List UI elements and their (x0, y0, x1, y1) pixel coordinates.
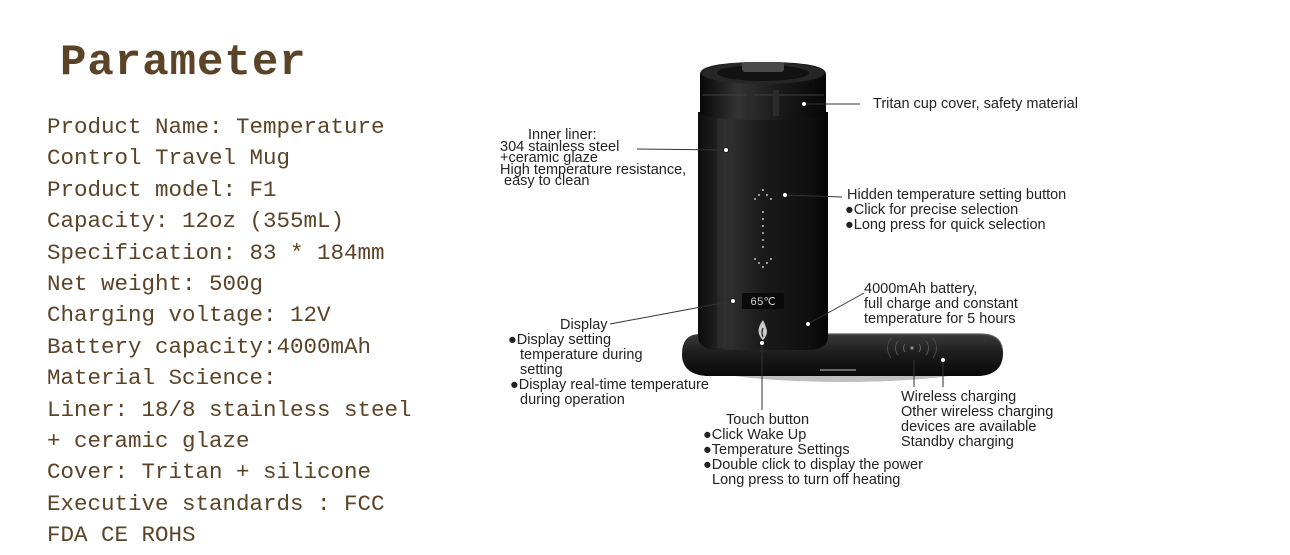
callout-battery: 4000mAh battery, full charge and constan… (864, 282, 1018, 327)
spec-line: Product Name: Temperature (47, 114, 385, 140)
callout-line: ●Click for precise selection (845, 202, 1019, 218)
spec-line: Capacity: 12oz (355mL) (47, 208, 345, 235)
callout-line: full charge and constant (864, 296, 1018, 312)
callout-touch-button: Touch button ●Click Wake Up ●Temperature… (703, 413, 923, 488)
callout-line: +ceramic glaze (500, 150, 598, 166)
spec-line: Control Travel Mug (47, 145, 291, 172)
callout-line: 304 stainless steel (500, 138, 620, 155)
callout-line: devices are available (901, 419, 1037, 435)
wireless-charging-icon (887, 337, 937, 359)
callout-line: ●Temperature Settings (703, 442, 850, 458)
callout-markers (723, 101, 946, 363)
spec-line: + ceramic glaze (47, 427, 250, 454)
callout-line: High temperature resistance, (500, 161, 687, 178)
callout-line: Other wireless charging (901, 404, 1054, 420)
callout-line: Wireless charging (901, 389, 1017, 405)
callout-line: during operation (520, 392, 625, 408)
callout-line: 4000mAh battery, (864, 281, 978, 297)
callout-wireless: Wireless charging Other wireless chargin… (901, 390, 1053, 450)
callout-cover: Tritan cup cover, safety material (873, 97, 1078, 112)
spec-line: Specification: 83 * 184mm (47, 239, 385, 266)
hidden-temperature-button (754, 189, 772, 268)
callout-line: ●Display setting (508, 332, 612, 348)
page-title: Parameter (60, 38, 307, 88)
spec-list: Product Name: Temperature Control Travel… (47, 112, 412, 551)
callout-line: Touch button (726, 412, 810, 428)
spec-line: Battery capacity:4000mAh (47, 333, 372, 360)
travel-mug (698, 62, 828, 350)
callout-line: Hidden temperature setting button (847, 187, 1067, 203)
callout-line: ●Click Wake Up (703, 427, 807, 443)
spec-line: FDA CE ROHS (47, 522, 196, 549)
callout-line: Standby charging (901, 434, 1014, 450)
leader-lines (609, 103, 944, 410)
flame-icon (758, 320, 767, 340)
spec-line: Charging voltage: 12V (47, 302, 331, 329)
callout-line: ●Double click to display the power (703, 457, 923, 473)
spec-line: Cover: Tritan + silicone (47, 459, 372, 486)
spec-line: Executive standards : FCC (47, 490, 385, 517)
temperature-display: 65℃ (742, 293, 784, 309)
callout-line: Tritan cup cover, safety material (873, 96, 1078, 112)
spec-line: Material Science: (47, 365, 277, 392)
callout-line: temperature for 5 hours (864, 311, 1016, 327)
callout-liner: Inner liner: 304 stainless steel +cerami… (500, 127, 687, 189)
callout-line: Long press to turn off heating (712, 472, 901, 488)
callout-line: ●Display real-time temperature (510, 377, 709, 393)
spec-line: Product model: F1 (47, 176, 277, 203)
spec-line: Net weight: 500g (47, 270, 264, 297)
display-reading: 65℃ (750, 297, 776, 309)
callout-line: Inner liner: (528, 127, 597, 143)
callout-display: Display ●Display setting temperature dur… (508, 318, 709, 408)
callout-line: easy to clean (504, 173, 590, 189)
spec-line: Liner: 18/8 stainless steel (47, 396, 412, 423)
callout-line: setting (520, 362, 563, 378)
callout-line: Display (560, 317, 608, 333)
callout-hidden-button: Hidden temperature setting button ●Click… (845, 188, 1066, 233)
callout-line: ●Long press for quick selection (845, 217, 1046, 233)
callout-line: temperature during (520, 347, 643, 363)
